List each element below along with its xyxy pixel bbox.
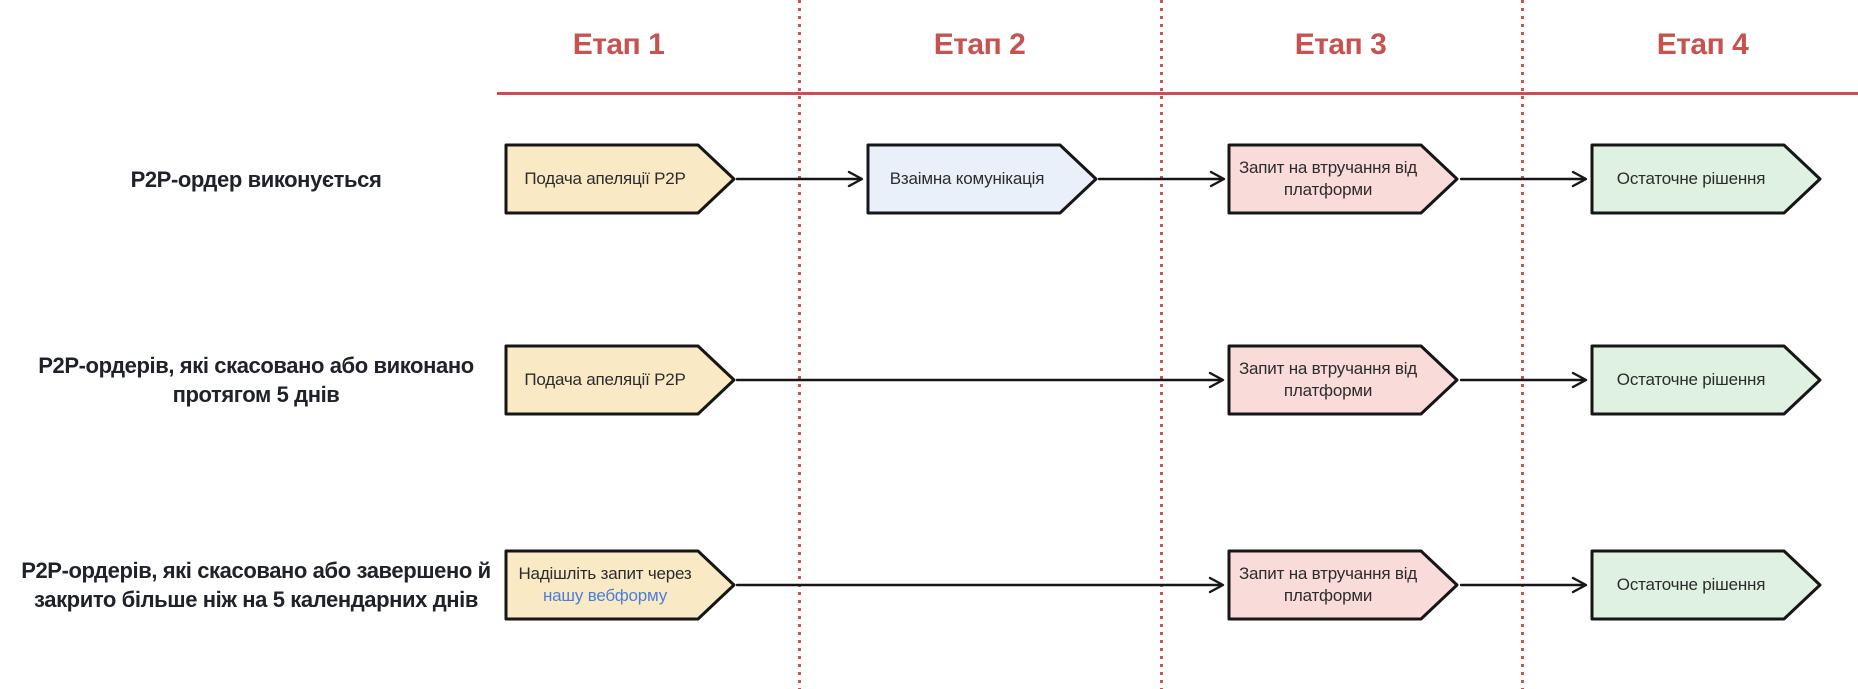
- step-arrow-shape: [1590, 344, 1822, 416]
- step-box-r1-final-decision: Остаточне рішення: [1590, 143, 1822, 215]
- step-label: Остаточне рішення: [1616, 169, 1766, 188]
- step-label: Подача апеляції P2P: [524, 169, 686, 188]
- step-arrow-shape: [504, 143, 736, 215]
- stage-header-underline: [497, 92, 1858, 95]
- step-arrow-shape: [1590, 549, 1822, 621]
- step-label: Остаточне рішення: [1616, 575, 1766, 594]
- step-arrow-shape: [1227, 143, 1459, 215]
- step-label: Остаточне рішення: [1616, 370, 1766, 389]
- flow-arrow: [736, 170, 864, 188]
- flow-arrow: [1098, 170, 1226, 188]
- row-label-line: P2P-ордерів, які скасовано або завершено…: [21, 558, 491, 583]
- flow-arrow: [1460, 371, 1588, 389]
- row-label-cancelled-within-5-days: P2P-ордерів, які скасовано або виконано …: [6, 344, 506, 416]
- step-arrow-shape: [1227, 549, 1459, 621]
- step-box-r2-final-decision: Остаточне рішення: [1590, 344, 1822, 416]
- row-label-line: P2P-ордерів, які скасовано або виконано: [38, 353, 474, 378]
- row-label-closed-over-5-days: P2P-ордерів, які скасовано або завершено…: [6, 549, 506, 621]
- step-arrow-shape: [1227, 344, 1459, 416]
- row-label-line: протягом 5 днів: [172, 382, 340, 407]
- step-box-r2-appeal-submission: Подача апеляції P2P: [504, 344, 736, 416]
- step-arrow-shape: [504, 549, 736, 621]
- stage-divider-2: [1160, 0, 1163, 689]
- flow-arrow-long: [736, 576, 1225, 594]
- flow-arrow: [1460, 576, 1588, 594]
- stage-divider-3: [1521, 0, 1524, 689]
- step-arrow-shape: [1590, 143, 1822, 215]
- flow-arrow: [1460, 170, 1588, 188]
- row-label-line: P2P-ордер виконується: [130, 166, 382, 192]
- stage-header-3: Етап 3: [1294, 28, 1387, 61]
- stage-header-1: Етап 1: [572, 28, 665, 61]
- step-box-r1-mutual-communication: Взаімна комунікація: [866, 143, 1098, 215]
- step-arrow-shape: [504, 344, 736, 416]
- stage-divider-1: [798, 0, 801, 689]
- step-arrow-shape: [866, 143, 1098, 215]
- step-box-r1-appeal-submission: Подача апеляції P2P: [504, 143, 736, 215]
- stage-header-4: Етап 4: [1656, 28, 1749, 61]
- flow-arrow-long: [736, 371, 1225, 389]
- step-label: Подача апеляції P2P: [524, 370, 686, 389]
- row-label-order-in-progress: P2P-ордер виконується: [6, 143, 506, 215]
- step-box-r3-final-decision: Остаточне рішення: [1590, 549, 1822, 621]
- row-label-line: закрито більше ніж на 5 календарних днів: [33, 587, 478, 612]
- stage-header-2: Етап 2: [933, 28, 1026, 61]
- step-label: Взаімна комунікація: [889, 169, 1045, 188]
- webform-link[interactable]: нашу вебформу: [542, 586, 668, 605]
